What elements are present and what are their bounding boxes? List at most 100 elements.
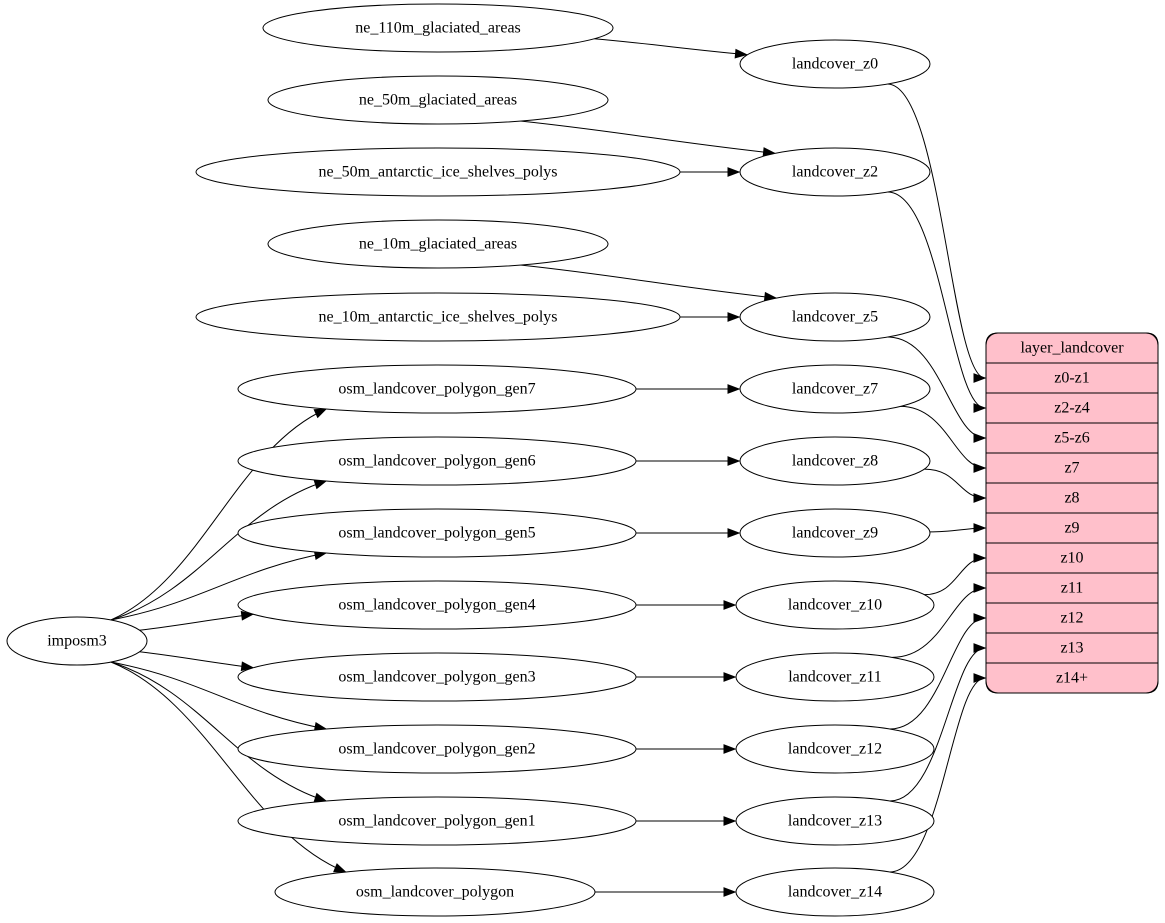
edge-imposm3-to-osm_landcover_polygon_gen6 [110, 480, 327, 621]
table-row-cell-z7[interactable] [985, 452, 1159, 484]
node-osm_landcover_polygon_gen5[interactable] [237, 508, 637, 558]
edge-arrowhead [723, 744, 737, 754]
edge-arrowhead [240, 661, 255, 672]
table-row-cell-z11[interactable] [985, 572, 1159, 604]
node-label-landcover_z7: landcover_z7 [792, 381, 878, 398]
edge-arrowhead [723, 887, 737, 897]
edge-landcover_z8-to-z8 [924, 468, 986, 499]
edge-arrowhead [313, 479, 328, 490]
node-label-landcover_z2: landcover_z2 [792, 164, 878, 181]
node-osm_landcover_polygon[interactable] [274, 867, 596, 917]
node-landcover_z13[interactable] [735, 796, 935, 846]
node-label-landcover_z5: landcover_z5 [792, 309, 878, 326]
table-row-label: z12 [1060, 610, 1083, 627]
edge-arrowhead [973, 463, 987, 473]
node-label-landcover_z14: landcover_z14 [788, 884, 882, 901]
edges-layer [110, 38, 987, 897]
edge-imposm3-to-osm_landcover_polygon_gen5 [110, 552, 327, 621]
layer-landcover-table[interactable]: layer_landcoverz0-z1z2-z4z5-z6z7z8z9z10z… [985, 332, 1159, 694]
table-outline [985, 332, 1159, 694]
edge-landcover_z0-to-z0-z1 [887, 83, 986, 379]
node-landcover_z12[interactable] [735, 724, 935, 774]
edge-arrowhead [727, 384, 741, 394]
table-row-cell-z10[interactable] [985, 542, 1159, 574]
node-label-osm_landcover_polygon_gen6: osm_landcover_polygon_gen6 [338, 453, 535, 470]
edge-arrowhead [973, 523, 987, 533]
edge-arrowhead [973, 673, 987, 683]
edge-arrowhead [734, 48, 748, 59]
node-label-landcover_z13: landcover_z13 [788, 813, 882, 830]
table-row-label: z7 [1064, 460, 1079, 477]
table-row-label: z5-z6 [1054, 430, 1090, 447]
node-label-osm_landcover_polygon_gen2: osm_landcover_polygon_gen2 [338, 741, 535, 758]
node-label-landcover_z9: landcover_z9 [792, 525, 878, 542]
node-landcover_z9[interactable] [739, 508, 931, 558]
edge-arrowhead [333, 863, 347, 873]
node-ne_10m_antarctic_ice_shelves_polys[interactable] [195, 292, 681, 342]
edge-arrowhead [727, 312, 741, 322]
edge-imposm3-to-osm_landcover_polygon_gen3 [139, 651, 253, 669]
node-label-landcover_z12: landcover_z12 [788, 741, 882, 758]
edge-arrowhead [723, 816, 737, 826]
table-row-label: z13 [1060, 640, 1083, 657]
edge-landcover_z2-to-z2-z4 [887, 191, 986, 409]
table-header-label: layer_landcover [1020, 340, 1124, 357]
table-row-cell-z9[interactable] [985, 512, 1159, 544]
node-osm_landcover_polygon_gen1[interactable] [237, 796, 637, 846]
node-ne_110m_glaciated_areas[interactable] [262, 3, 614, 53]
edge-arrowhead [973, 583, 987, 593]
edge-arrowhead [727, 528, 741, 538]
edge-arrowhead [973, 643, 987, 653]
edge-arrowhead [973, 613, 987, 623]
node-ne_50m_glaciated_areas[interactable] [267, 75, 609, 125]
node-label-imposm3: imposm3 [47, 633, 107, 650]
node-osm_landcover_polygon_gen4[interactable] [237, 580, 637, 630]
edge-arrowhead [240, 610, 255, 621]
node-label-osm_landcover_polygon_gen1: osm_landcover_polygon_gen1 [338, 813, 535, 830]
node-label-landcover_z0: landcover_z0 [792, 56, 878, 73]
node-label-osm_landcover_polygon_gen7: osm_landcover_polygon_gen7 [338, 381, 535, 398]
node-landcover_z5[interactable] [739, 292, 931, 342]
nodes-layer: imposm3 ne_110m_glaciated_areas ne_50m_gla… [6, 3, 935, 917]
edge-arrowhead [973, 493, 987, 503]
node-landcover_z8[interactable] [739, 436, 931, 486]
node-osm_landcover_polygon_gen6[interactable] [237, 436, 637, 486]
node-label-osm_landcover_polygon_gen4: osm_landcover_polygon_gen4 [338, 597, 535, 614]
edge-landcover_z14-to-z14+ [889, 677, 986, 873]
node-label-ne_50m_antarctic_ice_shelves_polys: ne_50m_antarctic_ice_shelves_polys [318, 164, 557, 181]
node-osm_landcover_polygon_gen7[interactable] [237, 364, 637, 414]
edge-arrowhead [723, 600, 737, 610]
table-row-cell-z13[interactable] [985, 632, 1159, 664]
node-osm_landcover_polygon_gen3[interactable] [237, 652, 637, 702]
edge-imposm3-to-osm_landcover_polygon_gen4 [139, 613, 253, 631]
edge-imposm3-to-osm_landcover_polygon_gen2 [110, 661, 327, 730]
node-ne_10m_glaciated_areas[interactable] [267, 219, 609, 269]
node-imposm3[interactable] [6, 616, 148, 666]
node-landcover_z7[interactable] [739, 364, 931, 414]
edge-arrowhead [727, 167, 741, 177]
edge-ne_10m_glaciated_areas-to-landcover_z5 [520, 264, 776, 299]
edge-ne_50m_glaciated_areas-to-landcover_z2 [520, 120, 775, 154]
node-landcover_z11[interactable] [735, 652, 935, 702]
edge-arrowhead [313, 792, 328, 803]
edge-arrowhead [723, 672, 737, 682]
node-landcover_z2[interactable] [739, 147, 931, 197]
edge-ne_110m_glaciated_areas-to-landcover_z0 [594, 38, 747, 56]
node-label-osm_landcover_polygon_gen3: osm_landcover_polygon_gen3 [338, 669, 535, 686]
node-label-ne_50m_glaciated_areas: ne_50m_glaciated_areas [359, 92, 517, 109]
node-label-ne_110m_glaciated_areas: ne_110m_glaciated_areas [355, 20, 521, 37]
node-label-landcover_z8: landcover_z8 [792, 453, 878, 470]
table-row-cell-z8[interactable] [985, 482, 1159, 514]
node-ne_50m_antarctic_ice_shelves_polys[interactable] [195, 147, 681, 197]
node-osm_landcover_polygon_gen2[interactable] [237, 724, 637, 774]
table-row-cell-z0-z1[interactable] [985, 362, 1159, 394]
node-landcover_z14[interactable] [735, 867, 935, 917]
node-label-landcover_z10: landcover_z10 [788, 597, 882, 614]
node-landcover_z10[interactable] [735, 580, 935, 630]
edge-landcover_z13-to-z13 [889, 647, 986, 802]
table-row-label: z10 [1060, 550, 1083, 567]
node-landcover_z0[interactable] [739, 39, 931, 89]
edge-imposm3-to-osm_landcover_polygon_gen1 [110, 661, 327, 802]
